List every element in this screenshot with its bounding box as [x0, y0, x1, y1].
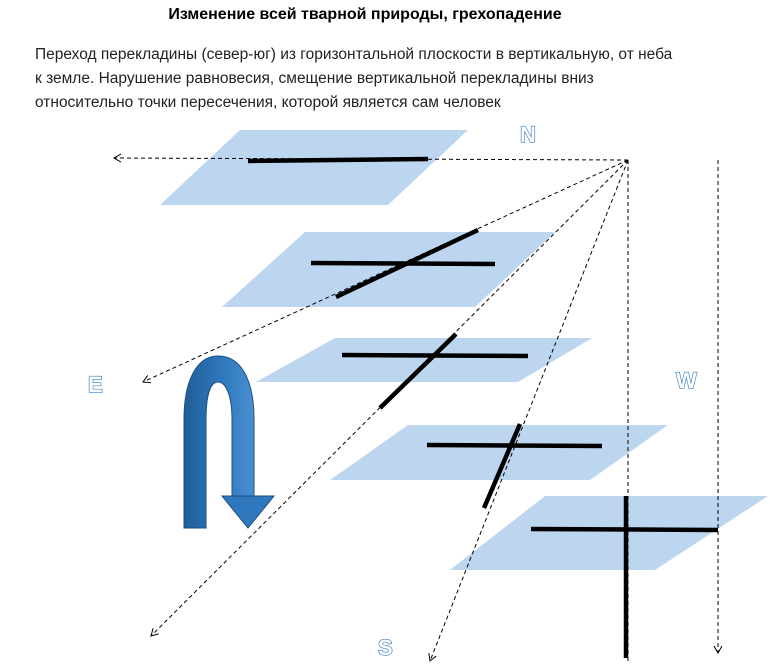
plane-1	[160, 130, 468, 205]
plane-3	[256, 338, 592, 382]
description-line-1: Переход перекладины (север-юг) из горизо…	[35, 46, 673, 63]
west-label: W	[676, 368, 697, 393]
cross-3-tilted-bar	[378, 332, 458, 410]
curved-rotation-arrow	[183, 355, 276, 529]
cross-1-horizontal-bar	[247, 156, 429, 164]
south-label: S	[378, 635, 393, 660]
cross-4-horizontal-bar	[426, 442, 603, 449]
description-line-3: относительно точки пересечения, которой …	[35, 94, 501, 111]
dashed-line-to-north-west	[112, 153, 629, 163]
dashed-line-to-east	[142, 159, 629, 384]
cross-4-tilted-bar	[481, 423, 523, 509]
description-text: Переход перекладины (север-юг) из горизо…	[35, 43, 755, 115]
description-line-2: к земле. Нарушение равновесия, смещение …	[35, 70, 594, 87]
planes-group	[160, 130, 768, 570]
north-label: N	[520, 122, 536, 147]
dashed-line-to-south	[428, 159, 629, 662]
east-label: E	[88, 372, 103, 397]
plane-4	[330, 425, 668, 480]
plane-2	[222, 232, 555, 307]
plane-5	[450, 496, 768, 570]
diagram-title: Изменение всей тварной природы, грехопад…	[168, 6, 562, 23]
cross-bars-group	[247, 156, 719, 658]
cross-2-tilted-bar	[335, 227, 479, 300]
